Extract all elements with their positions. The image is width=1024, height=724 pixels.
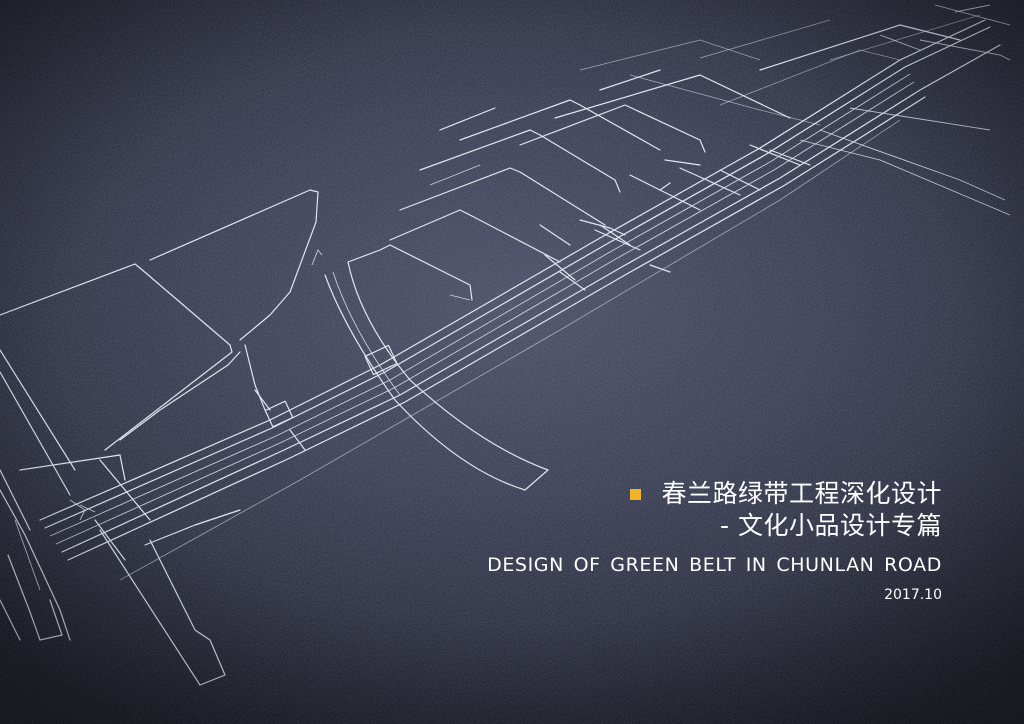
middle-blocks — [347, 69, 801, 301]
title-en: DESIGN OF GREEN BELT IN CHUNLAN ROAD — [487, 554, 942, 576]
left-blocks — [0, 189, 323, 496]
intersection-1 — [254, 389, 306, 451]
left-junction — [0, 454, 241, 686]
cross-streets — [544, 34, 921, 281]
square-bullet-icon — [630, 488, 642, 500]
date-label: 2017.10 — [884, 587, 942, 603]
title-cn-line1: 春兰路绿带工程深化设计 — [487, 478, 942, 510]
title-cn-line1-text: 春兰路绿带工程深化设计 — [661, 479, 942, 508]
title-cn-line2: - 文化小品设计专篇 — [720, 511, 942, 540]
cover-title-block: 春兰路绿带工程深化设计 - 文化小品设计专篇 DESIGN OF GREEN B… — [487, 478, 942, 604]
far-blocks — [579, 4, 1011, 216]
